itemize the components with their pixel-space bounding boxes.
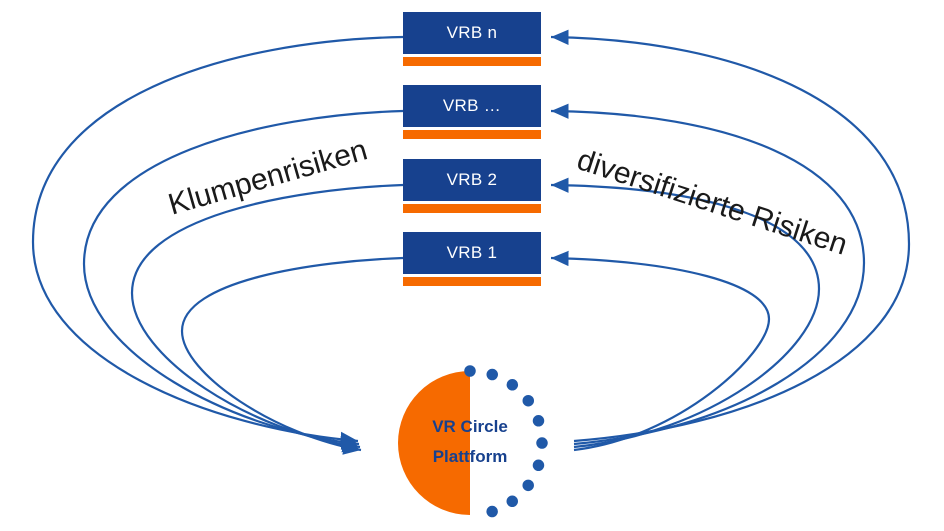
diversifizierte-arc-3 bbox=[550, 177, 821, 449]
klumpenrisiken-arc-4 bbox=[180, 256, 404, 455]
vrb-box-ellipsis-label: VRB … bbox=[403, 85, 541, 127]
vrb-box-n-accent-bar bbox=[403, 57, 541, 66]
vrb-box-2-label: VRB 2 bbox=[403, 159, 541, 201]
klumpenrisiken-arc-3 bbox=[130, 183, 404, 453]
vrb-box-1-accent-bar bbox=[403, 277, 541, 286]
diversifizierte-arc-1 bbox=[550, 29, 911, 443]
vrb-box-n: VRB n bbox=[403, 12, 541, 66]
diversifizierte-arc-2 bbox=[550, 103, 866, 446]
platform-label-line2: Plattform bbox=[432, 447, 508, 466]
vrb-box-2-accent-bar bbox=[403, 204, 541, 213]
vrb-box-ellipsis: VRB … bbox=[403, 85, 541, 139]
platform-dot-arc bbox=[464, 365, 548, 521]
klumpenrisiken-arc-1 bbox=[31, 35, 404, 448]
vrb-box-2: VRB 2 bbox=[403, 159, 541, 213]
vrb-box-1: VRB 1 bbox=[403, 232, 541, 286]
klumpenrisiken-arc-2 bbox=[82, 109, 404, 450]
platform-label: VR Circle Plattform bbox=[397, 412, 543, 472]
platform-half-circle bbox=[398, 371, 470, 515]
vrb-box-ellipsis-accent-bar bbox=[403, 130, 541, 139]
platform-label-line1: VR Circle bbox=[432, 417, 508, 436]
vrb-box-n-label: VRB n bbox=[403, 12, 541, 54]
diversifizierte-arc-4 bbox=[550, 250, 771, 452]
vrb-box-1-label: VRB 1 bbox=[403, 232, 541, 274]
